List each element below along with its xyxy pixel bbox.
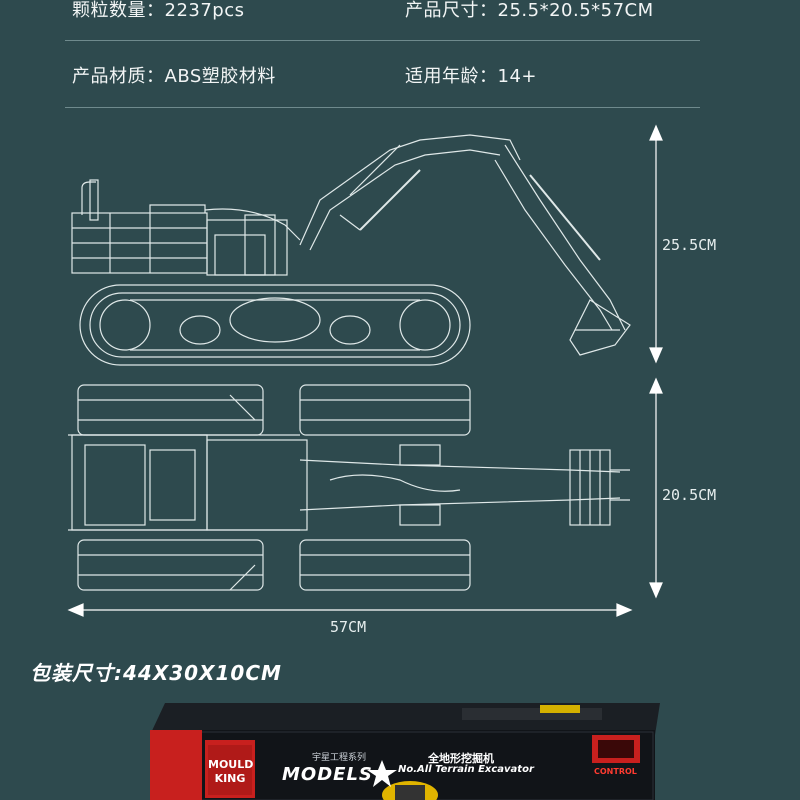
- dimension-width-label: 20.5CM: [662, 486, 717, 504]
- spec-age: 适用年龄：14+: [405, 66, 537, 87]
- box-models: MODELS: [282, 764, 373, 785]
- star-icon: [367, 760, 397, 787]
- brand-line1: MOULD: [208, 758, 254, 771]
- spec-size: 产品尺寸：25.5*20.5*57CM: [405, 0, 654, 21]
- side-view: [71, 134, 631, 366]
- product-box: [150, 703, 660, 800]
- dimension-arrows: [67, 124, 663, 617]
- dimension-length-label: 57CM: [330, 618, 367, 636]
- dimension-height-label: 25.5CM: [662, 236, 717, 254]
- divider-top: [65, 40, 700, 41]
- spec-pieces: 颗粒数量：2237pcs: [72, 0, 245, 21]
- brand-logo: MOULD KING: [208, 758, 254, 786]
- box-product-cn: 全地形挖掘机: [428, 752, 494, 765]
- spec-material: 产品材质：ABS塑胶材料: [72, 66, 276, 87]
- box-product-en: No.All Terrain Excavator: [398, 764, 534, 775]
- box-series: 宇星工程系列: [312, 753, 367, 763]
- top-view: [68, 384, 630, 591]
- divider-bottom: [65, 107, 700, 108]
- box-control-label: CONTROL: [594, 767, 637, 776]
- package-size-label: 包装尺寸:44X30X10CM: [30, 661, 282, 685]
- brand-line2: KING: [214, 772, 246, 785]
